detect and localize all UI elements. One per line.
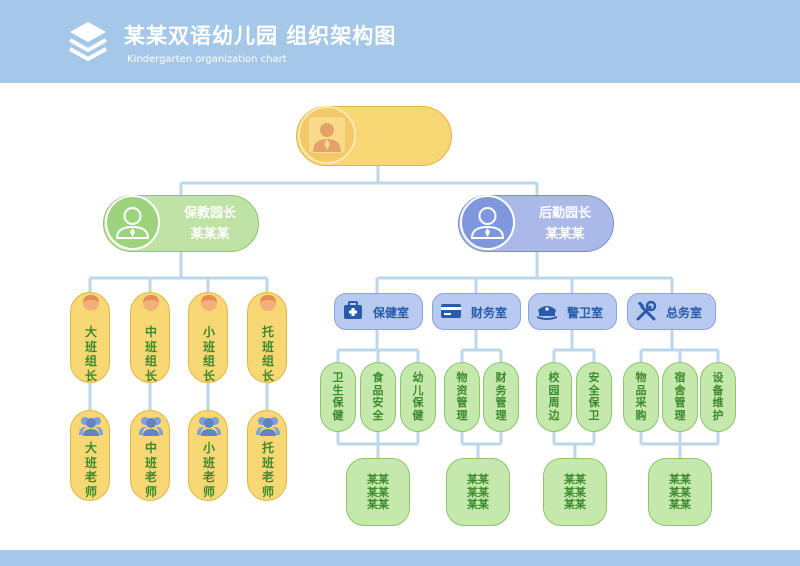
logistics-director-name: 某某某	[545, 227, 585, 242]
logistics-director-label: 后勤园长 某某某	[521, 203, 609, 245]
footer-bar	[0, 550, 800, 566]
credit-card-icon	[441, 304, 461, 318]
group-icon	[197, 417, 221, 436]
sub-unit-node: 食品安全	[360, 362, 396, 432]
person-avatar-icon	[460, 195, 515, 250]
tools-icon	[636, 300, 657, 321]
person-avatar-icon	[105, 195, 160, 250]
class-lead-node: 大班组长	[70, 292, 110, 383]
page-subtitle: Kindergarten organization chart	[127, 54, 287, 65]
page-title: 某某双语幼儿园 组织架构图	[124, 24, 397, 48]
group-icon	[256, 417, 280, 436]
sub-unit-node: 宿舍管理	[662, 362, 698, 432]
education-director-title: 保教园长	[183, 206, 236, 221]
class-lead-node: 托班组长	[247, 292, 287, 383]
medical-kit-icon	[344, 301, 362, 319]
sub-unit-node: 财务管理	[483, 362, 519, 432]
department-finance: 财务室	[432, 293, 521, 330]
sub-unit-node: 物品采购	[623, 362, 659, 432]
sub-unit-node: 幼儿保健	[400, 362, 436, 432]
department-general-affairs: 总务室	[627, 293, 716, 330]
class-lead-node: 小班组长	[188, 292, 228, 383]
sub-unit-node: 设备维护	[700, 362, 736, 432]
girl-face-icon	[83, 295, 99, 311]
logistics-director-title: 后勤园长	[538, 206, 591, 221]
layers-icon	[69, 22, 107, 61]
education-director-name: 某某某	[190, 227, 230, 242]
guard-cap-icon	[537, 306, 557, 320]
department-clinic: 保健室	[334, 293, 423, 330]
sub-unit-node: 物资管理	[444, 362, 480, 432]
sub-unit-node: 校园周边	[536, 362, 572, 432]
class-teacher-node: 托班老师	[247, 410, 287, 501]
girl-face-icon	[201, 295, 217, 311]
girl-face-icon	[260, 295, 276, 311]
group-icon	[79, 417, 103, 436]
sub-unit-node: 安全保卫	[576, 362, 612, 432]
department-security: 警卫室	[528, 293, 617, 330]
staff-node: 某某某某某某	[346, 458, 410, 526]
header-banner: 某某双语幼儿园 组织架构图 Kindergarten organization …	[0, 0, 800, 83]
person-avatar-icon	[298, 106, 356, 164]
class-teacher-node: 中班老师	[130, 410, 170, 501]
class-teacher-node: 小班老师	[188, 410, 228, 501]
girl-face-icon	[143, 295, 159, 311]
class-lead-node: 中班组长	[130, 292, 170, 383]
staff-node: 某某某某某某	[446, 458, 510, 526]
class-teacher-node: 大班老师	[70, 410, 110, 501]
staff-node: 某某某某某某	[543, 458, 607, 526]
group-icon	[139, 417, 163, 436]
sub-unit-node: 卫生保健	[320, 362, 356, 432]
staff-node: 某某某某某某	[648, 458, 712, 526]
education-director-label: 保教园长 某某某	[166, 203, 254, 245]
